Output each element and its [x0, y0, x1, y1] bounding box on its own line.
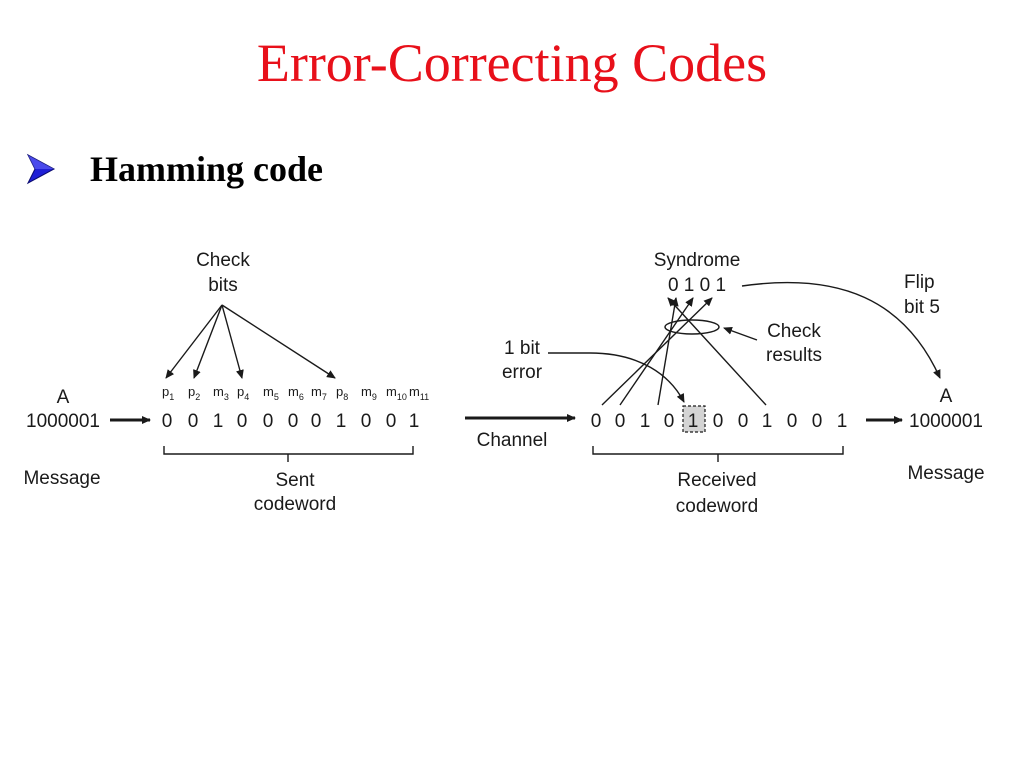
check-results-arrow	[723, 326, 758, 341]
check-results-label-line1: Check	[767, 321, 821, 342]
error-bit-highlight	[682, 405, 706, 433]
position-label: m10	[386, 384, 407, 402]
sent-bit: 1	[213, 411, 224, 432]
position-label-base: m	[263, 384, 274, 399]
received-bit: 0	[738, 411, 749, 432]
sent-codeword-brace	[163, 446, 414, 462]
sent-bit: 0	[361, 411, 372, 432]
received-bit: 0	[615, 411, 626, 432]
check-line-3	[657, 297, 679, 406]
position-label: p4	[237, 384, 249, 402]
sender-message-label: Message	[23, 468, 100, 489]
check-results-ellipse	[664, 319, 720, 335]
check-results-label-line2: results	[766, 345, 822, 366]
sent-bit: 0	[263, 411, 274, 432]
channel-label: Channel	[477, 430, 548, 451]
received-bit: 0	[713, 411, 724, 432]
sent-codeword-label-line2: codeword	[254, 494, 336, 515]
position-label-base: p	[237, 384, 244, 399]
received-bit: 0	[664, 411, 675, 432]
sent-codeword-label-line1: Sent	[275, 470, 315, 491]
received-bit: 1	[762, 411, 773, 432]
received-bit: 0	[591, 411, 602, 432]
received-codeword-label-line1: Received	[677, 470, 756, 491]
receiver-message-bits: 1000001	[909, 411, 983, 432]
position-label: p1	[162, 384, 174, 402]
syndrome-bits: 0 1 0 1	[668, 275, 726, 296]
position-label-sub: 7	[322, 392, 327, 402]
check-bit-arrow-p8	[221, 304, 336, 379]
received-bit: 0	[812, 411, 823, 432]
slide-title: Error-Correcting Codes	[256, 33, 768, 93]
position-label-sub: 3	[224, 392, 229, 402]
error-pointer-arrow	[548, 352, 685, 403]
check-bit-arrow-p2	[193, 304, 223, 379]
sent-bit: 0	[288, 411, 299, 432]
position-label-base: m	[386, 384, 397, 399]
position-label-base: m	[361, 384, 372, 399]
position-label: p8	[336, 384, 348, 402]
received-codeword-label-line2: codeword	[676, 496, 758, 517]
position-label: m6	[288, 384, 304, 402]
receiver-letter: A	[940, 386, 953, 407]
position-label: m7	[311, 384, 327, 402]
position-label: p2	[188, 384, 200, 402]
position-label: m3	[213, 384, 229, 402]
flip-label-line2: bit 5	[904, 297, 940, 318]
sent-bit: 0	[386, 411, 397, 432]
position-label: m11	[409, 384, 429, 402]
arrowhead-bullet-icon	[26, 153, 56, 185]
position-label: m9	[361, 384, 377, 402]
check-bit-arrow-p4	[221, 304, 244, 379]
syndrome-label: Syndrome	[654, 250, 741, 271]
error-label-line1: 1 bit	[504, 338, 541, 359]
position-label-base: p	[162, 384, 169, 399]
position-label-base: p	[188, 384, 195, 399]
sent-bit: 0	[311, 411, 322, 432]
position-label-base: m	[288, 384, 299, 399]
position-label-base: m	[213, 384, 224, 399]
position-label-sub: 6	[299, 392, 304, 402]
bullet-text: Hamming code	[90, 149, 323, 189]
sender-letter: A	[57, 387, 70, 408]
position-label: m5	[263, 384, 279, 402]
sent-bit: 0	[162, 411, 173, 432]
sent-bit: 0	[188, 411, 199, 432]
error-label-line2: error	[502, 362, 543, 383]
flip-label-line1: Flip	[904, 272, 935, 293]
position-label-base: p	[336, 384, 343, 399]
position-label-base: m	[409, 384, 420, 399]
flip-arrow	[741, 281, 941, 379]
position-label-sub: 2	[195, 392, 200, 402]
receiver-message-label: Message	[907, 463, 984, 484]
received-codeword-brace	[592, 446, 844, 462]
check-line-2	[619, 297, 694, 406]
position-label-sub: 5	[274, 392, 279, 402]
position-label-sub: 10	[397, 392, 407, 402]
bullet-item: Hamming code	[26, 148, 323, 190]
received-bit: 1	[837, 411, 848, 432]
check-bits-label-line2: bits	[208, 275, 238, 296]
position-label-base: m	[311, 384, 322, 399]
check-bit-arrow-p1	[165, 304, 223, 379]
sender-message-bits: 1000001	[26, 411, 100, 432]
check-line-4	[667, 297, 767, 406]
sent-bit: 1	[336, 411, 347, 432]
position-label-sub: 9	[372, 392, 377, 402]
received-bit: 0	[787, 411, 798, 432]
received-error-bit: 1	[688, 411, 699, 432]
position-label-sub: 4	[244, 392, 249, 402]
position-label-sub: 8	[343, 392, 348, 402]
received-bit: 1	[640, 411, 651, 432]
sent-bit: 0	[237, 411, 248, 432]
position-label-sub: 11	[420, 392, 429, 402]
sent-bit: 1	[409, 411, 420, 432]
check-bits-label-line1: Check	[196, 250, 250, 271]
position-label-sub: 1	[169, 392, 174, 402]
